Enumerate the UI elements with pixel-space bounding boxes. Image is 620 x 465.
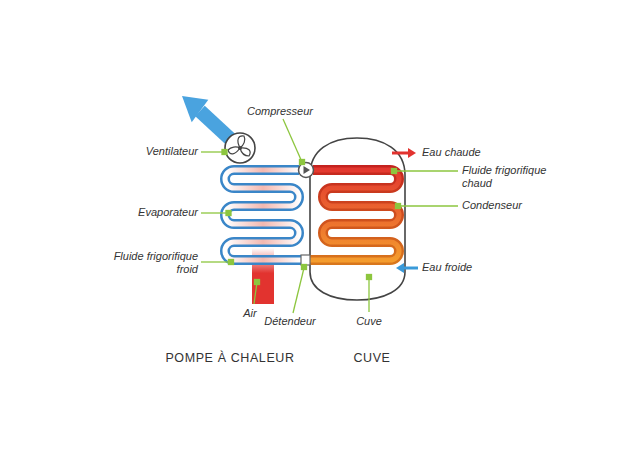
condenser-coil	[306, 170, 399, 260]
part-label: Air	[243, 307, 256, 320]
part-label: Condenseur	[462, 199, 522, 212]
leader-lines	[201, 119, 458, 313]
section-caption: CUVE	[353, 352, 390, 365]
part-label: Compresseur	[247, 105, 313, 118]
part-label: Ventilateur	[146, 145, 198, 158]
expansion-valve	[301, 255, 310, 265]
part-label: Eau froide	[422, 261, 472, 274]
part-label: Détendeur	[264, 315, 315, 328]
part-label: Cuve	[356, 315, 382, 328]
fan-symbol	[225, 133, 255, 163]
part-label: Eau chaude	[422, 146, 481, 159]
evaporator-coil	[225, 170, 306, 260]
hot-water-arrow	[392, 148, 416, 158]
part-label: Evaporateur	[138, 206, 198, 219]
part-label: Fluide frigorifique froid	[102, 250, 198, 276]
cold-water-arrow	[396, 263, 418, 273]
part-label: Fluide frigorifique chaud	[462, 164, 572, 190]
section-caption: POMPE À CHALEUR	[165, 352, 294, 365]
